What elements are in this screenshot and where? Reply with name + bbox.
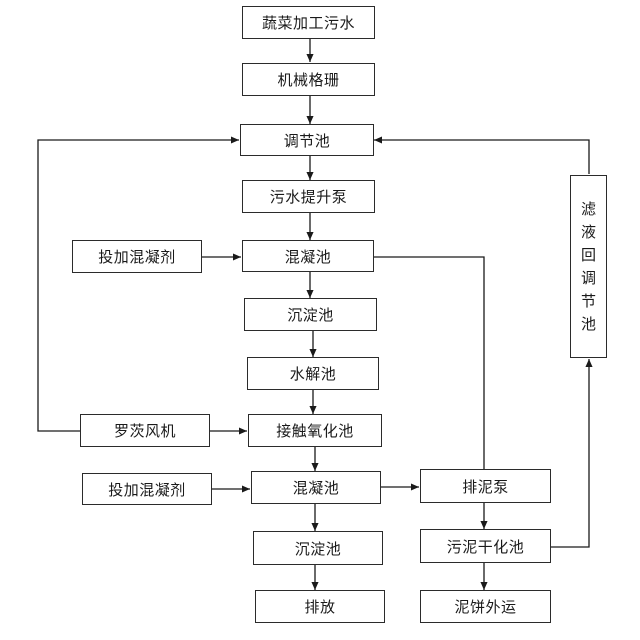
node-sedimentation-tank-2: 沉淀池 [253,531,383,565]
node-sludge-drying-bed: 污泥干化池 [420,529,551,563]
filtrate-char-5: 节 [580,292,596,310]
arrow-sludge-dry-to-filtrate-box [551,359,593,548]
node-contact-oxidation-tank: 接触氧化池 [248,414,382,447]
node-dosing-coagulant-1: 投加混凝剂 [72,240,202,273]
node-discharge: 排放 [255,590,385,623]
node-dosing-coagulant-2: 投加混凝剂 [82,473,212,505]
node-equalization-tank: 调节池 [240,124,374,156]
node-coagulation-tank-2: 混凝池 [251,471,381,504]
arrow-filtrate-to-equalization [374,136,590,174]
filtrate-char-1: 滤 [580,200,596,218]
node-wastewater: 蔬菜加工污水 [242,6,375,39]
node-hydrolysis-tank: 水解池 [247,357,379,390]
node-filtrate-return: 滤 液 回 调 节 池 [570,175,607,358]
node-roots-blower: 罗茨风机 [80,414,210,447]
node-sedimentation-tank-1: 沉淀池 [244,298,377,331]
node-sludge-pump: 排泥泵 [420,469,551,503]
line-coag1-to-sludge-pump [374,256,485,469]
arrow-blower-loop-to-equalization [37,136,239,432]
filtrate-char-4: 调 [580,269,596,287]
filtrate-char-3: 回 [580,246,596,264]
filtrate-char-6: 池 [580,315,596,333]
node-lift-pump: 污水提升泵 [242,180,375,213]
node-mechanical-screen: 机械格珊 [242,63,375,96]
node-sludge-cake-out: 泥饼外运 [420,590,551,623]
filtrate-char-2: 液 [580,223,596,241]
node-coagulation-tank-1: 混凝池 [242,240,374,272]
